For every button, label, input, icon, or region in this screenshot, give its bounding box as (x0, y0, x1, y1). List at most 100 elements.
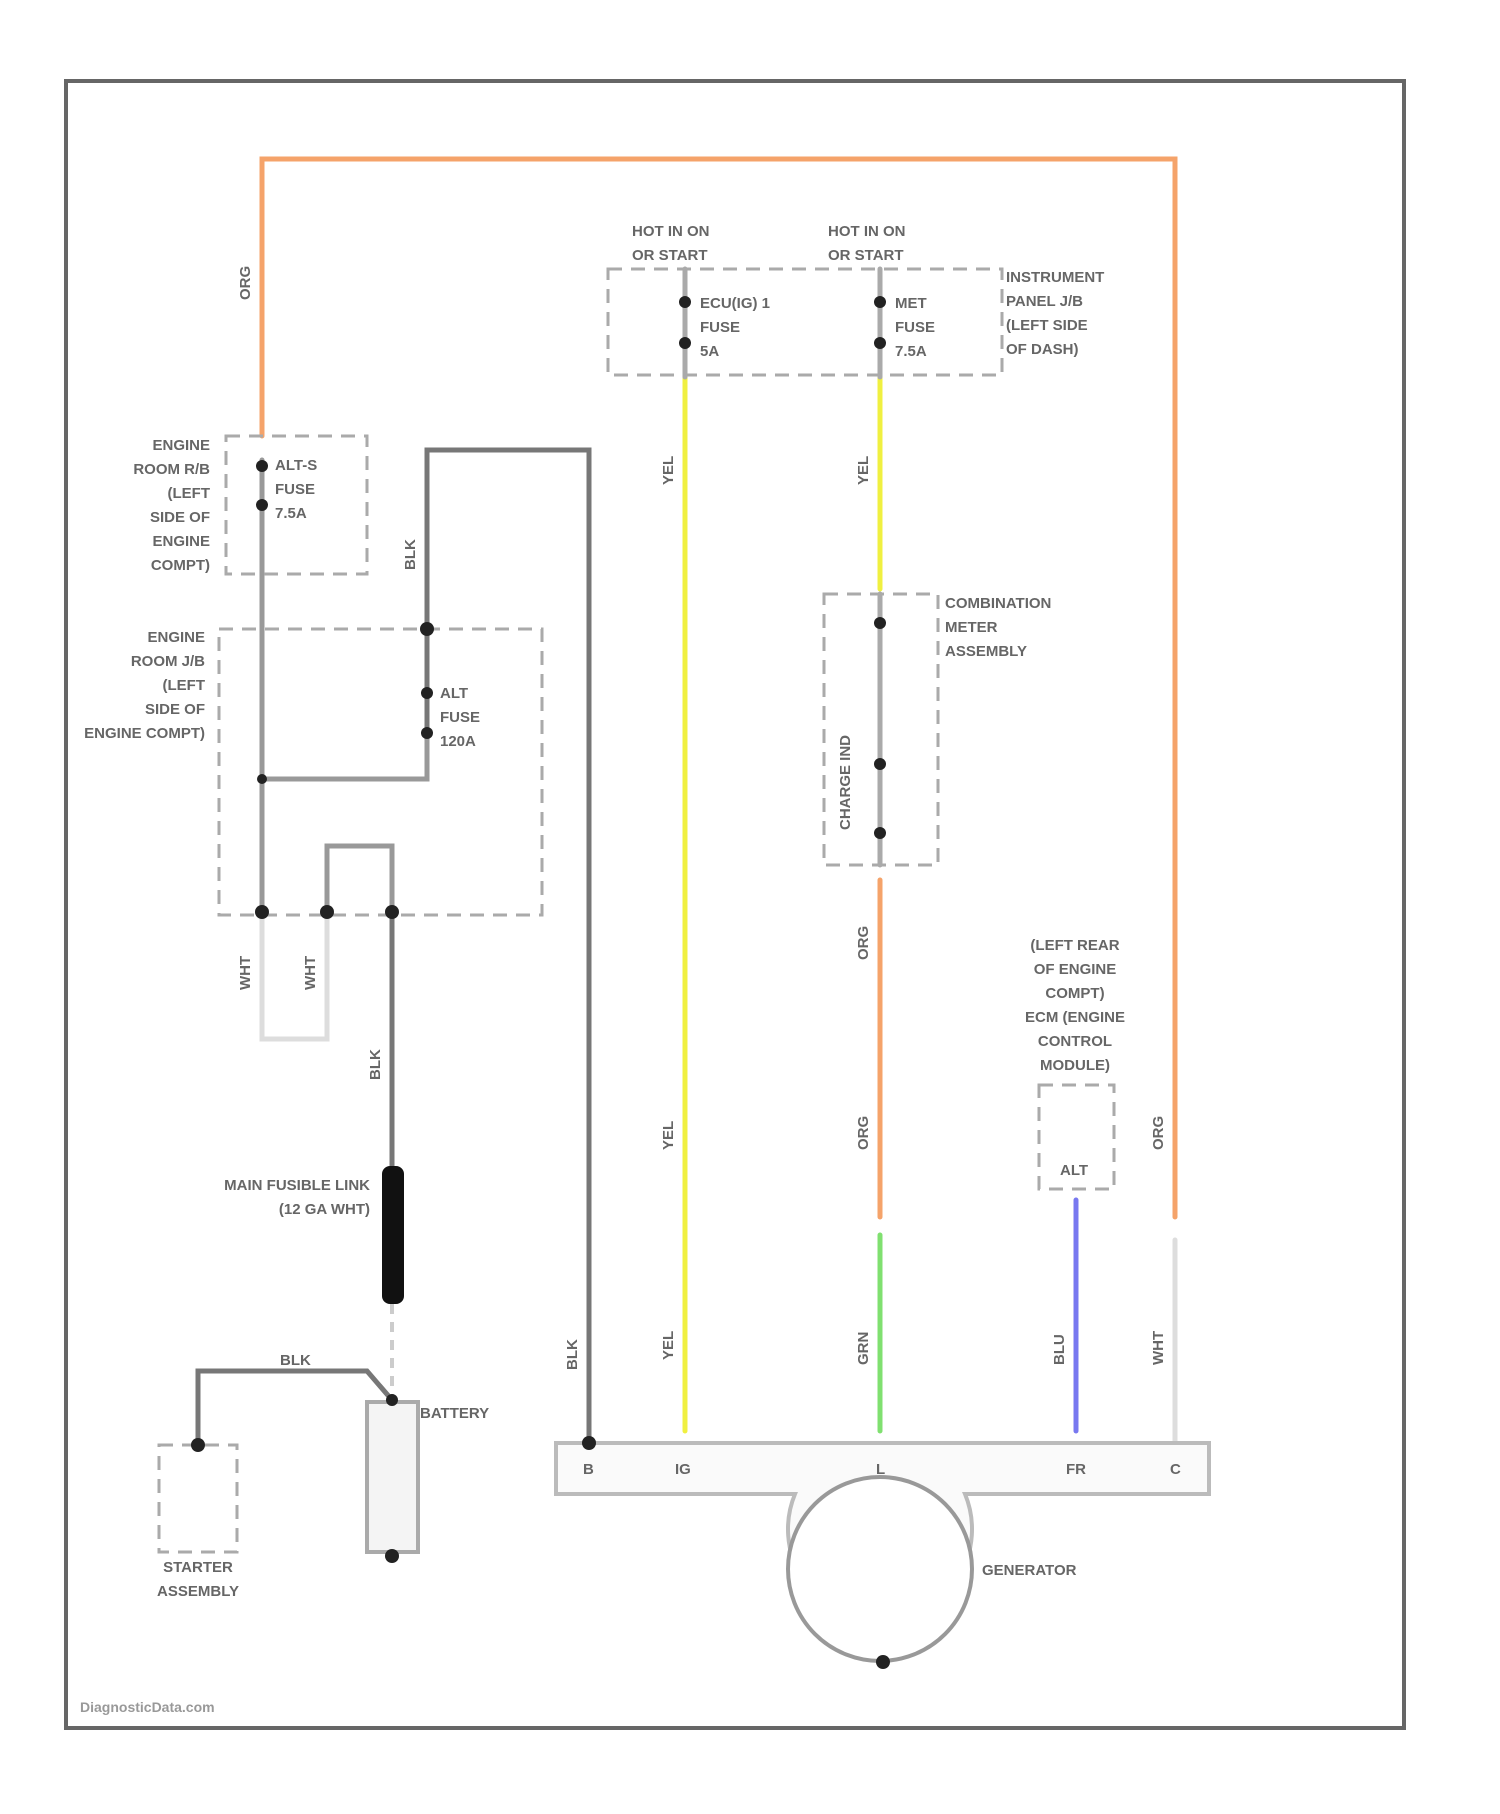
engine-room-jb-box (219, 629, 542, 915)
er-rb-label: SIDE OF (150, 509, 210, 526)
alt-fuse-label: FUSE (440, 709, 480, 726)
hot1-label: OR START (632, 247, 708, 264)
er-rb-label: ENGINE (152, 533, 210, 550)
hot2-label: OR START (828, 247, 904, 264)
fuse-dot (256, 460, 268, 472)
fusible-link-label: (12 GA WHT) (279, 1201, 370, 1218)
ground-dot (385, 1549, 399, 1563)
wire-code: ORG (855, 926, 872, 960)
fusible-link-label: MAIN FUSIBLE LINK (224, 1177, 370, 1194)
er-jb-label: ROOM J/B (131, 653, 205, 670)
wire-code: BLU (1051, 1334, 1068, 1365)
ecm-label: (LEFT REAR (1030, 937, 1119, 954)
fuse-dot (256, 499, 268, 511)
alt-fuse-label: ALT (440, 685, 468, 702)
er-rb-label: (LEFT (168, 485, 211, 502)
meter-pin-dot (874, 827, 886, 839)
ip-jb-label: INSTRUMENT (1006, 269, 1104, 286)
wire-code: BLK (280, 1352, 311, 1369)
wire-code: YEL (855, 456, 872, 485)
wire-code: WHT (302, 956, 319, 990)
wire-code: YEL (660, 456, 677, 485)
wire-code: ORG (1150, 1116, 1167, 1150)
generator-ground-dot (876, 1655, 890, 1669)
fuse-dot (874, 296, 886, 308)
combo-meter-label: COMBINATION (945, 595, 1051, 612)
fuse-dot (421, 687, 433, 699)
ecm-label: OF ENGINE (1034, 961, 1117, 978)
battery-terminal-dot (386, 1394, 398, 1406)
splice-dot (257, 774, 267, 784)
ecm-label: CONTROL (1038, 1033, 1112, 1050)
wire-code: WHT (1150, 1331, 1167, 1365)
wire-blk-b (427, 450, 589, 1443)
er-jb-label: (LEFT (163, 677, 206, 694)
wire-blk-starter (198, 1371, 392, 1445)
splice-dot (385, 905, 399, 919)
terminal-l: L (876, 1461, 885, 1478)
alt-fuse-label: 120A (440, 733, 476, 750)
wire-code: ORG (237, 266, 254, 300)
meter-pin-dot (874, 617, 886, 629)
wire-code: BLK (564, 1339, 581, 1370)
er-rb-label: ENGINE (152, 437, 210, 454)
starter-label: STARTER (163, 1559, 233, 1576)
fuse-dot (421, 727, 433, 739)
charge-ind-label: CHARGE IND (837, 735, 854, 830)
ecm-label: MODULE) (1040, 1057, 1110, 1074)
fusible-link (382, 1166, 404, 1304)
terminal-ig: IG (675, 1461, 691, 1478)
hot2-label: HOT IN ON (828, 223, 906, 240)
splice-dot (420, 622, 434, 636)
splice-dot (320, 905, 334, 919)
alts-fuse-label: 7.5A (275, 505, 307, 522)
alts-fuse-label: ALT-S (275, 457, 317, 474)
combo-meter-label: ASSEMBLY (945, 643, 1027, 660)
gen-b-terminal-dot (582, 1436, 596, 1450)
terminal-b: B (583, 1461, 594, 1478)
ecu-fuse-label: FUSE (700, 319, 740, 336)
er-rb-label: COMPT) (151, 557, 210, 574)
starter-terminal-dot (191, 1438, 205, 1452)
generator-label: GENERATOR (982, 1562, 1077, 1579)
battery (367, 1402, 418, 1552)
wire-alt-fuse-link (262, 733, 427, 779)
fuse-dot (679, 337, 691, 349)
wire-code-labels: ORG BLK WHT WHT BLK BLK BLK YEL YEL YEL … (237, 266, 1167, 1370)
ip-jb-label: PANEL J/B (1006, 293, 1083, 310)
met-fuse-label: MET (895, 295, 927, 312)
combo-meter-label: METER (945, 619, 998, 636)
ip-jb-label: OF DASH) (1006, 341, 1079, 358)
wire-code: GRN (855, 1332, 872, 1365)
er-rb-label: ROOM R/B (133, 461, 210, 478)
generator-symbol (788, 1477, 972, 1661)
instrument-panel-jb-box (608, 269, 1002, 375)
wire-code: YEL (660, 1331, 677, 1360)
er-jb-label: ENGINE (147, 629, 205, 646)
watermark: DiagnosticData.com (80, 1699, 215, 1715)
starter-label: ASSEMBLY (157, 1583, 239, 1600)
ecu-fuse-label: 5A (700, 343, 719, 360)
er-jb-label: ENGINE COMPT) (84, 725, 205, 742)
ecu-fuse-label: ECU(IG) 1 (700, 295, 770, 312)
wire-code: BLK (402, 539, 419, 570)
ecm-alt-label: ALT (1060, 1162, 1088, 1179)
wire-code: WHT (237, 956, 254, 990)
ip-jb-label: (LEFT SIDE (1006, 317, 1088, 334)
splice-dot (255, 905, 269, 919)
met-fuse-label: FUSE (895, 319, 935, 336)
terminal-fr: FR (1066, 1461, 1086, 1478)
starter-box (159, 1445, 237, 1552)
fuse-dot (679, 296, 691, 308)
terminal-c: C (1170, 1461, 1181, 1478)
wire-code: ORG (855, 1116, 872, 1150)
wire-jb-loop (327, 846, 392, 912)
meter-pin-dot (874, 758, 886, 770)
wire-code: YEL (660, 1121, 677, 1150)
ecm-label: ECM (ENGINE (1025, 1009, 1125, 1026)
er-jb-label: SIDE OF (145, 701, 205, 718)
hot1-label: HOT IN ON (632, 223, 710, 240)
fuse-dot (874, 337, 886, 349)
battery-label: BATTERY (420, 1405, 489, 1422)
